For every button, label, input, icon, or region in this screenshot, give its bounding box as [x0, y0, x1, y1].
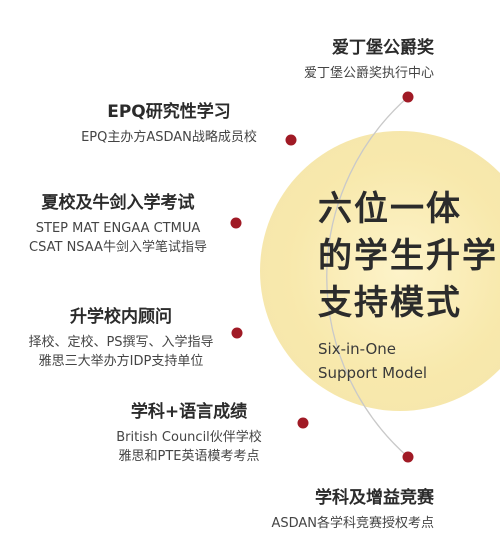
hero-subtitle-line-2: Support Model	[318, 364, 428, 382]
hero-block: 六位一体 的学生升学 支持模式 Six-in-One Support Model	[318, 186, 500, 383]
node-dot-2	[285, 134, 297, 146]
item-subtitle: CSAT NSAA牛剑入学笔试指导	[29, 240, 207, 255]
node-dot-6	[402, 451, 414, 463]
item-title: EPQ研究性学习	[107, 102, 231, 122]
item-subtitle: British Council伙伴学校	[116, 430, 262, 445]
item-counselor: 升学校内顾问 择校、定校、PS撰写、入学指导 雅思三大举办方IDP支持单位	[12, 307, 230, 371]
node-dot-5	[297, 417, 309, 429]
item-title: 学科+语言成绩	[130, 402, 248, 422]
item-epq: EPQ研究性学习 EPQ主办方ASDAN战略成员校	[60, 102, 278, 147]
item-title: 升学校内顾问	[70, 307, 172, 327]
hero-glow-circle	[260, 131, 500, 411]
item-competitions: 学科及增益竞赛 ASDAN各学科竞赛授权考点	[271, 488, 434, 533]
item-title: 学科及增益竞赛	[315, 488, 434, 508]
item-subtitle: 爱丁堡公爵奖执行中心	[303, 66, 434, 81]
item-subtitle: 雅思三大举办方IDP支持单位	[38, 354, 204, 369]
node-dot-3	[230, 217, 242, 229]
item-subtitle: 雅思和PTE英语模考考点	[118, 449, 260, 464]
node-dot-1	[402, 91, 414, 103]
hero-title-line-2: 的学生升学	[318, 236, 498, 276]
connector-arc	[326, 96, 409, 458]
hero-title-line-3: 支持模式	[318, 283, 462, 323]
item-subtitle: ASDAN各学科竞赛授权考点	[271, 516, 434, 531]
item-subtitle: EPQ主办方ASDAN战略成员校	[81, 130, 257, 145]
item-subtitle: STEP MAT ENGAA CTMUA	[35, 221, 201, 236]
node-dot-4	[231, 327, 243, 339]
item-summer-school-oxbridge: 夏校及牛剑入学考试 STEP MAT ENGAA CTMUA CSAT NSAA…	[6, 193, 230, 257]
hero-title-line-1: 六位一体	[318, 189, 462, 229]
item-duke-of-edinburgh: 爱丁堡公爵奖 爱丁堡公爵奖执行中心	[304, 38, 434, 83]
item-title: 夏校及牛剑入学考试	[41, 193, 195, 213]
item-title: 爱丁堡公爵奖	[332, 38, 434, 58]
item-subtitle: 择校、定校、PS撰写、入学指导	[28, 335, 214, 350]
hero-subtitle-line-1: Six-in-One	[318, 340, 397, 358]
item-subject-language: 学科+语言成绩 British Council伙伴学校 雅思和PTE英语模考考点	[84, 402, 294, 466]
